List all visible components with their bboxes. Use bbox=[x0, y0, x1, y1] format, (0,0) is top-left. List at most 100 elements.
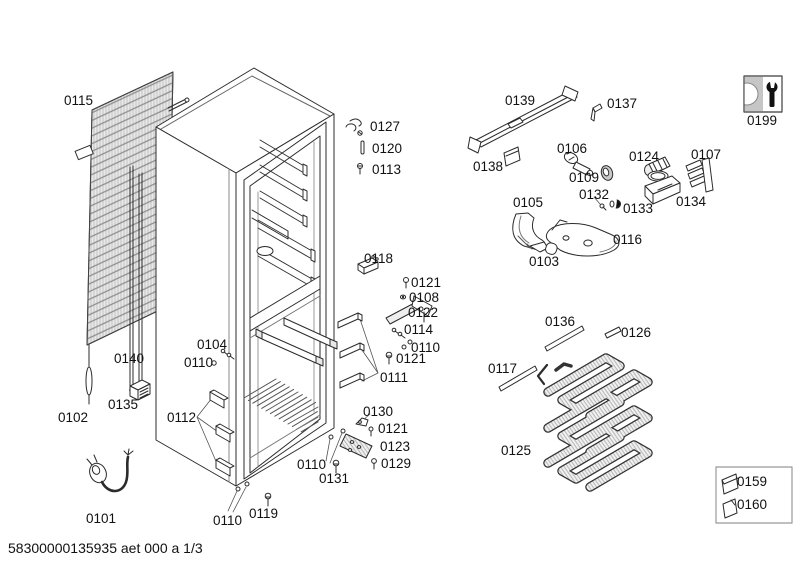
top-rail-0139 bbox=[467, 85, 579, 154]
screw-0113 bbox=[357, 163, 363, 175]
bracket-0107 bbox=[685, 157, 714, 193]
label-0115: 0115 bbox=[64, 93, 94, 108]
cover-0105 bbox=[512, 212, 549, 253]
label-0131: 0131 bbox=[319, 471, 350, 486]
label-0129: 0129 bbox=[381, 456, 412, 471]
label-0122: 0122 bbox=[408, 305, 439, 320]
label-0139: 0139 bbox=[505, 93, 536, 108]
washers-0110-a bbox=[401, 339, 413, 350]
label-0113: 0113 bbox=[372, 162, 402, 177]
legend-box bbox=[715, 466, 793, 524]
screw-0121-a bbox=[403, 277, 409, 289]
label-0110-a: 0110 bbox=[411, 340, 441, 355]
screw-0131 bbox=[332, 459, 340, 474]
screw-0129 bbox=[371, 458, 377, 470]
freezer-floor-ribs bbox=[243, 378, 319, 433]
tube-0136 bbox=[544, 325, 585, 352]
label-0111: 0111 bbox=[380, 370, 409, 385]
lamp-dome bbox=[256, 246, 274, 256]
label-0140: 0140 bbox=[114, 351, 145, 366]
washer-0108 bbox=[399, 294, 407, 300]
label-0105: 0105 bbox=[513, 195, 544, 210]
label-0130: 0130 bbox=[363, 404, 394, 419]
label-0124: 0124 bbox=[629, 149, 660, 164]
ring-0103 bbox=[545, 242, 558, 255]
label-0127: 0127 bbox=[370, 119, 401, 134]
label-0125: 0125 bbox=[501, 443, 532, 458]
label-0116: 0116 bbox=[613, 232, 643, 247]
label-0110-d: 0110 bbox=[213, 513, 243, 528]
label-0121-a: 0121 bbox=[411, 275, 442, 290]
bracket-0137 bbox=[590, 103, 603, 122]
plate-0138 bbox=[503, 146, 521, 167]
lamp-bulb-0106 bbox=[563, 151, 594, 177]
label-0109: 0109 bbox=[569, 170, 600, 185]
label-0119: 0119 bbox=[249, 506, 279, 521]
label-0102: 0102 bbox=[58, 410, 89, 425]
label-0132: 0132 bbox=[579, 187, 610, 202]
label-0159: 0159 bbox=[737, 474, 768, 489]
label-0103: 0103 bbox=[529, 254, 560, 269]
label-0117: 0117 bbox=[488, 361, 518, 376]
label-0110-c: 0110 bbox=[297, 457, 327, 472]
label-0121-c: 0121 bbox=[378, 421, 409, 436]
wrench-icon bbox=[766, 79, 778, 107]
label-0137: 0137 bbox=[607, 96, 638, 111]
tube-0117 bbox=[498, 365, 538, 392]
condenser-pipe-stub bbox=[167, 98, 188, 112]
label-0138: 0138 bbox=[473, 159, 504, 174]
label-0106: 0106 bbox=[557, 141, 588, 156]
label-0126: 0126 bbox=[621, 325, 652, 340]
hinge-pin-parts bbox=[345, 118, 365, 175]
label-0133: 0133 bbox=[623, 201, 654, 216]
label-0199: 0199 bbox=[747, 113, 778, 128]
ring-0109 bbox=[600, 165, 614, 181]
label-0114: 0114 bbox=[404, 322, 434, 337]
screws-0114 bbox=[391, 327, 406, 339]
label-0121-b: 0121 bbox=[396, 351, 427, 366]
service-box bbox=[743, 75, 783, 113]
base-plate-0116 bbox=[545, 219, 620, 257]
label-0108: 0108 bbox=[409, 290, 440, 305]
screw-0119 bbox=[264, 492, 272, 507]
label-0101: 0101 bbox=[86, 511, 117, 526]
label-0135: 0135 bbox=[108, 397, 139, 412]
compartment-divider bbox=[249, 275, 321, 339]
starter-box-0134 bbox=[644, 170, 681, 205]
cabinet-body bbox=[155, 67, 338, 487]
tube-0126 bbox=[604, 326, 622, 339]
label-0123: 0123 bbox=[380, 439, 411, 454]
door-clips-left bbox=[196, 389, 235, 477]
label-0112: 0112 bbox=[167, 410, 197, 425]
mid-fasteners bbox=[211, 348, 235, 366]
interior-bracket bbox=[251, 209, 289, 240]
label-0104: 0104 bbox=[197, 337, 228, 352]
panel-plate-icon bbox=[721, 473, 739, 495]
freezer-support-bars bbox=[255, 317, 338, 367]
screw-0121-c bbox=[368, 426, 374, 437]
label-0134: 0134 bbox=[676, 194, 707, 209]
power-cord bbox=[86, 448, 134, 493]
bottom-hinge-cluster bbox=[325, 413, 377, 474]
screw-0132 bbox=[593, 196, 607, 211]
clip-0130 bbox=[355, 417, 369, 427]
connector-0118 bbox=[357, 255, 379, 275]
label-0107: 0107 bbox=[691, 147, 722, 162]
evaporator-0125 bbox=[536, 353, 653, 492]
washers-0110-c bbox=[325, 428, 346, 464]
label-0160: 0160 bbox=[737, 497, 768, 512]
label-0118: 0118 bbox=[364, 251, 394, 266]
hinge-bracket-cluster bbox=[385, 277, 433, 365]
bottom-front-fasteners bbox=[227, 481, 272, 513]
connector-0135 bbox=[129, 379, 151, 401]
hinge-plate-0123 bbox=[339, 433, 373, 459]
condenser-bracket bbox=[74, 144, 94, 161]
pin-0120 bbox=[360, 140, 365, 155]
document-number: 58300000135935 aet 000 a 1/3 bbox=[8, 540, 203, 556]
panel-plate-icon bbox=[722, 498, 738, 519]
grommet-0133 bbox=[609, 199, 621, 209]
label-0136: 0136 bbox=[545, 314, 576, 329]
label-0110-b: 0110 bbox=[184, 355, 214, 370]
